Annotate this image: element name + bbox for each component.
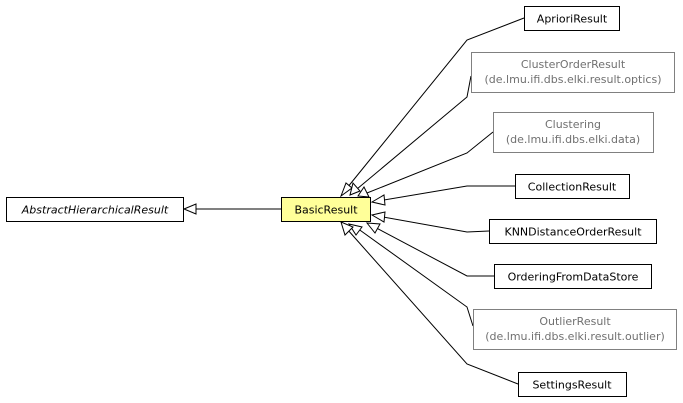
node-settingsresult[interactable]: SettingsResult <box>518 372 627 397</box>
node-label: SettingsResult <box>532 379 612 392</box>
node-label: KNNDistanceOrderResult <box>504 226 642 239</box>
node-aprioriresult[interactable]: AprioriResult <box>524 6 620 31</box>
edge-collectionresult <box>371 185 515 203</box>
node-package: (de.lmu.ifi.dbs.elki.result.outlier) <box>485 330 665 343</box>
arrowhead-clusterorderresult <box>349 181 361 196</box>
arrowhead-clustering <box>357 186 370 198</box>
node-label: Clustering <box>545 118 601 131</box>
inheritance-edges <box>196 17 525 385</box>
arrowhead-aprioriresult <box>339 182 353 198</box>
edge-clustering <box>366 131 494 194</box>
arrowhead-collectionresult <box>370 194 386 206</box>
node-collectionresult[interactable]: CollectionResult <box>515 174 630 199</box>
node-label: OrderingFromDataStore <box>508 271 639 284</box>
node-label: OutlierResult <box>539 315 611 328</box>
node-clusterorderresult[interactable]: ClusterOrderResult (de.lmu.ifi.dbs.elki.… <box>471 52 675 93</box>
edge-settingsresult <box>346 228 519 385</box>
arrowhead-orderingfromdatastore <box>365 222 381 234</box>
arrowhead-parent <box>182 203 197 215</box>
arrowheads <box>182 181 386 236</box>
node-label: AprioriResult <box>537 13 608 26</box>
arrowhead-knndistanceorderresult <box>370 211 386 223</box>
node-label: ClusterOrderResult <box>521 58 626 71</box>
node-orderingfromdatastore[interactable]: OrderingFromDataStore <box>494 264 652 289</box>
node-outlierresult[interactable]: OutlierResult (de.lmu.ifi.dbs.elki.resul… <box>473 309 677 350</box>
node-package: (de.lmu.ifi.dbs.elki.data) <box>506 133 640 146</box>
node-knndistanceorderresult[interactable]: KNNDistanceOrderResult <box>489 219 657 244</box>
node-label: CollectionResult <box>528 181 617 194</box>
node-label: AbstractHierarchicalResult <box>21 204 169 217</box>
edge-orderingfromdatastore <box>366 222 494 277</box>
edge-aprioriresult <box>346 17 525 189</box>
node-clustering[interactable]: Clustering (de.lmu.ifi.dbs.elki.data) <box>493 112 654 153</box>
node-basicresult[interactable]: BasicResult <box>281 197 371 222</box>
node-package: (de.lmu.ifi.dbs.elki.result.optics) <box>485 73 662 86</box>
node-label: BasicResult <box>294 204 358 217</box>
arrowhead-settingsresult <box>340 221 354 236</box>
edge-outlierresult <box>356 227 474 327</box>
edge-knndistanceorderresult <box>371 214 490 233</box>
edge-clusterorderresult <box>356 75 472 190</box>
node-abstracthierarchicalresult[interactable]: AbstractHierarchicalResult <box>6 197 184 222</box>
